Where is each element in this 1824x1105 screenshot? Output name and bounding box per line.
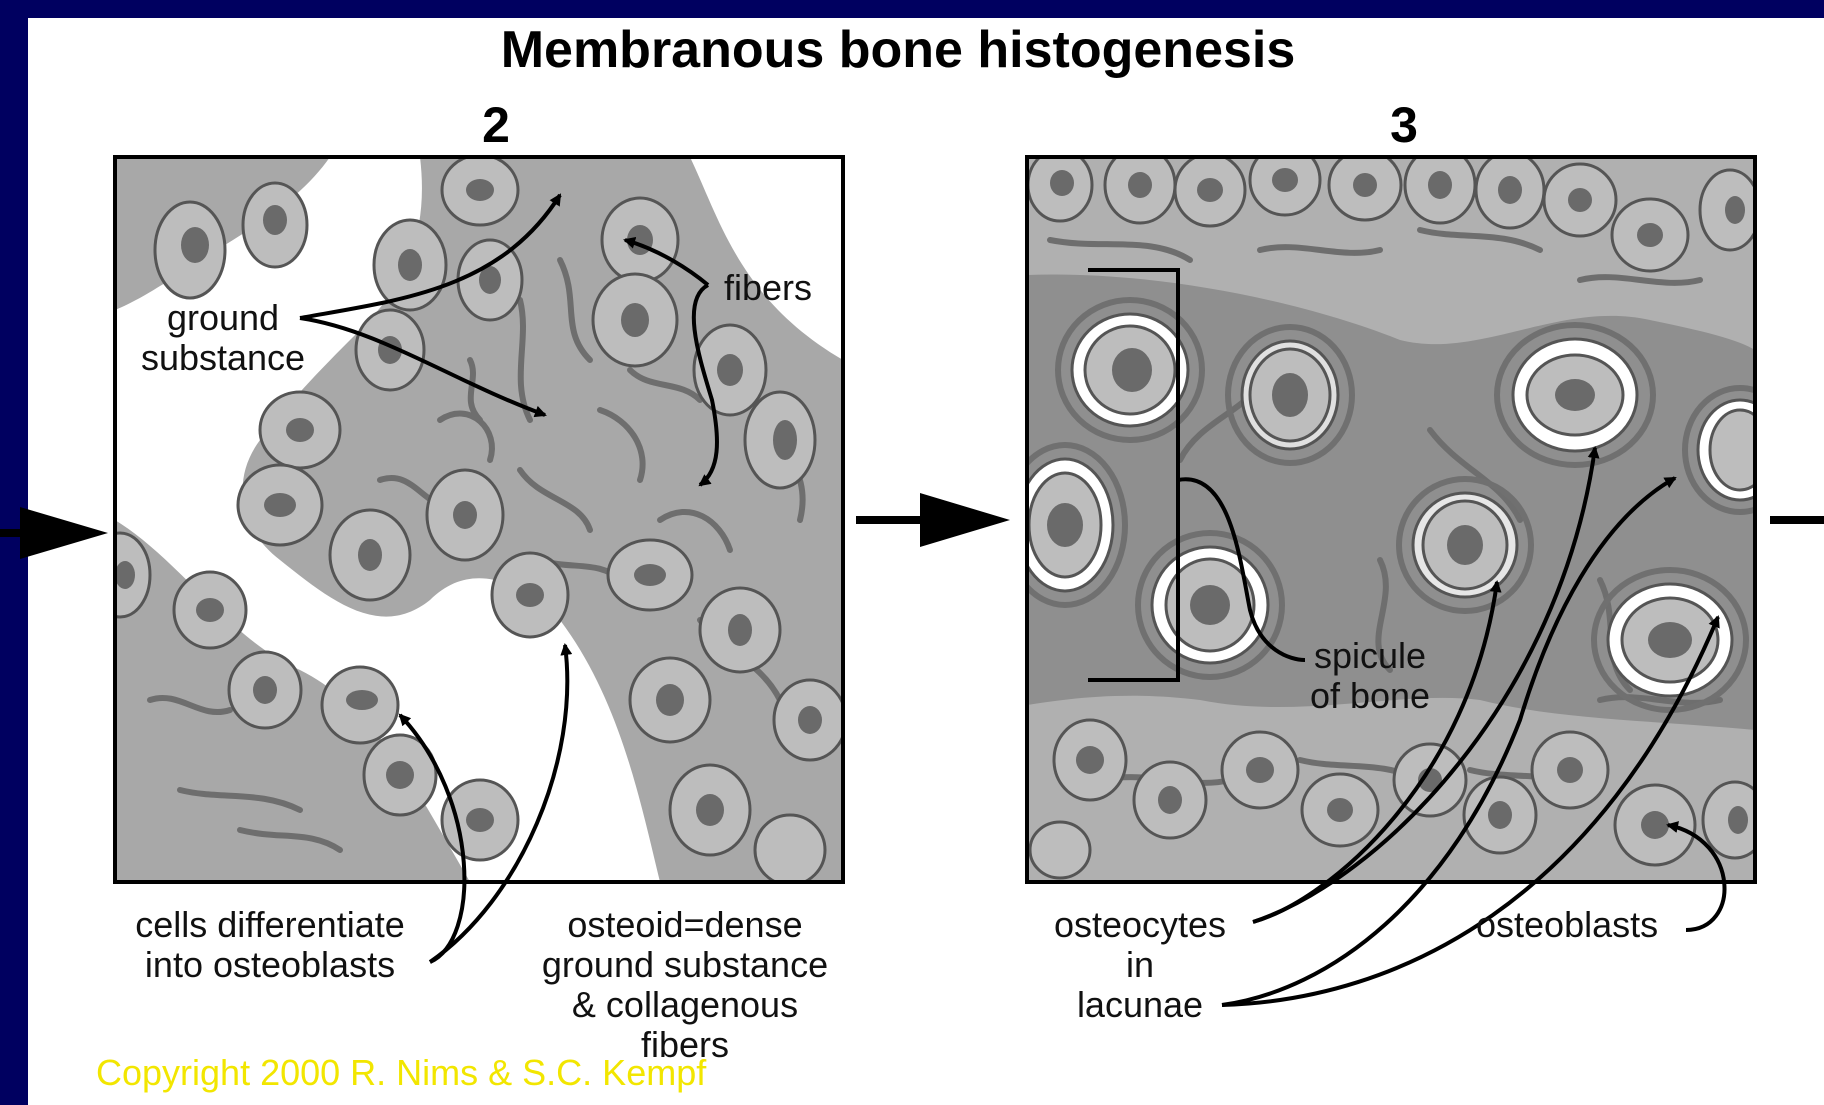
label-cells-differentiate: cells differentiate into osteoblasts xyxy=(110,905,430,985)
panel-3-illustration xyxy=(1005,145,1795,882)
label-osteocytes-line3: lacunae xyxy=(1035,985,1245,1025)
label-osteocytes-line1: osteocytes xyxy=(1035,905,1245,945)
label-osteoid-line1: osteoid=dense xyxy=(520,905,850,945)
label-spicule-line2: of bone xyxy=(1300,676,1440,716)
label-osteoblasts: osteoblasts xyxy=(1476,905,1658,945)
label-osteocytes-in-lacunae: osteocytes in lacunae xyxy=(1035,905,1245,1025)
label-osteoid-line2: ground substance xyxy=(520,945,850,985)
label-spicule-of-bone: spicule of bone xyxy=(1300,636,1440,716)
label-ground-substance-line2: substance xyxy=(128,338,318,378)
label-ground-substance: ground substance xyxy=(128,298,318,378)
label-cells-differentiate-line1: cells differentiate xyxy=(110,905,430,945)
label-osteoid: osteoid=dense ground substance & collage… xyxy=(520,905,850,1065)
copyright-notice: Copyright 2000 R. Nims & S.C. Kempf xyxy=(96,1052,706,1094)
label-spicule-line1: spicule xyxy=(1300,636,1440,676)
label-osteoid-line3: & collagenous xyxy=(520,985,850,1025)
panel-2-illustration xyxy=(90,155,846,885)
label-fibers: fibers xyxy=(724,268,812,308)
label-cells-differentiate-line2: into osteoblasts xyxy=(110,945,430,985)
label-osteocytes-line2: in xyxy=(1035,945,1245,985)
label-ground-substance-line1: ground xyxy=(128,298,318,338)
